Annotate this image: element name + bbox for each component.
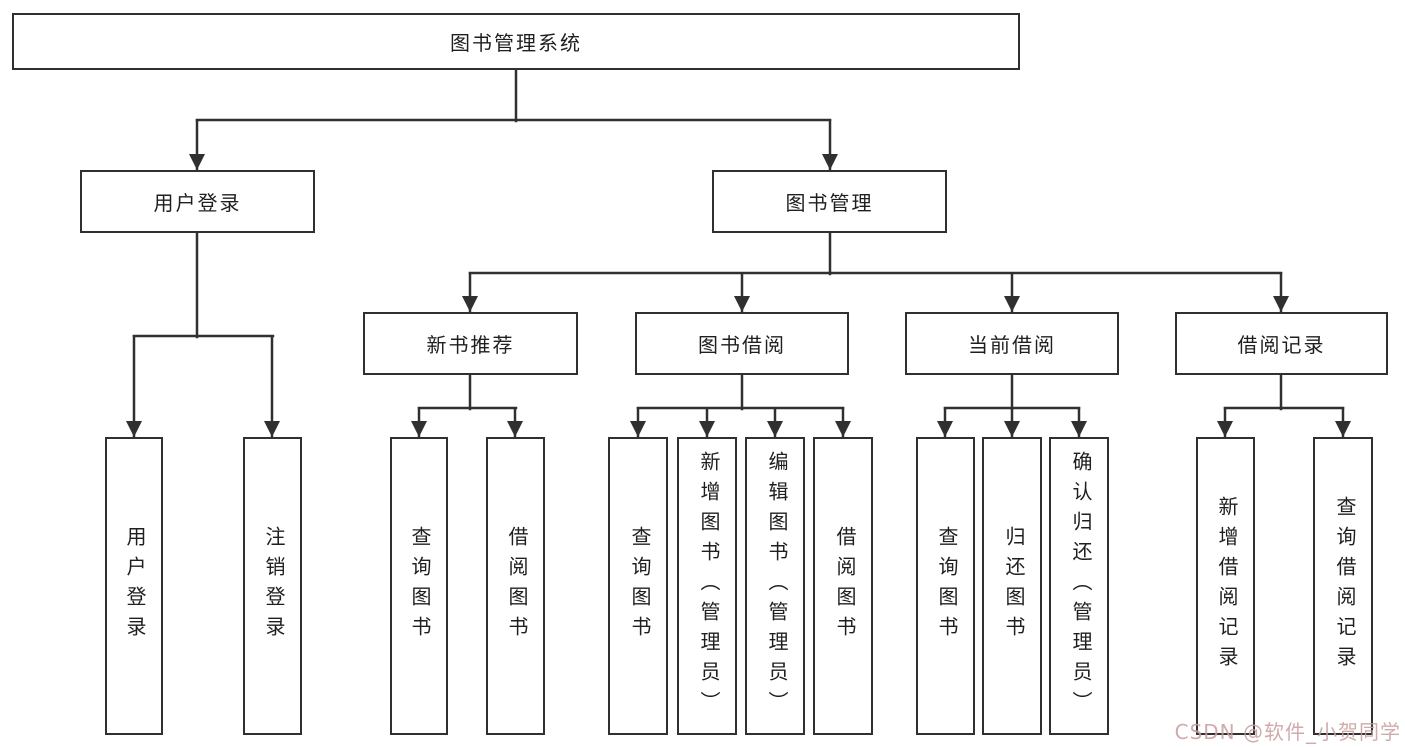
csdn-watermark: CSDN @软件_小贺同学 — [1174, 720, 1401, 744]
leaf-logout: 注销登录 — [243, 437, 302, 735]
leaf-borrow-books-1: 借阅图书 — [486, 437, 545, 735]
node-user-login: 用户登录 — [80, 170, 315, 233]
node-library-management-system: 图书管理系统 — [12, 13, 1020, 70]
leaf-edit-book-admin: 编辑图书（管理员） — [745, 437, 805, 735]
node-borrowing-records: 借阅记录 — [1175, 312, 1388, 375]
leaf-confirm-return-admin: 确认归还（管理员） — [1049, 437, 1109, 735]
node-current-borrowing: 当前借阅 — [905, 312, 1119, 375]
leaf-user-login: 用户登录 — [105, 437, 163, 735]
leaf-return-book: 归还图书 — [982, 437, 1042, 735]
leaf-add-book-admin: 新增图书（管理员） — [677, 437, 737, 735]
leaf-add-borrow-record: 新增借阅记录 — [1196, 437, 1255, 735]
leaf-borrow-books-2: 借阅图书 — [813, 437, 873, 735]
leaf-query-books-3: 查询图书 — [916, 437, 975, 735]
leaf-query-borrow-record: 查询借阅记录 — [1313, 437, 1373, 735]
node-new-book-recommendation: 新书推荐 — [363, 312, 578, 375]
leaf-query-books-2: 查询图书 — [608, 437, 668, 735]
node-book-borrowing: 图书借阅 — [635, 312, 849, 375]
leaf-query-books-1: 查询图书 — [390, 437, 448, 735]
node-book-management: 图书管理 — [712, 170, 947, 233]
